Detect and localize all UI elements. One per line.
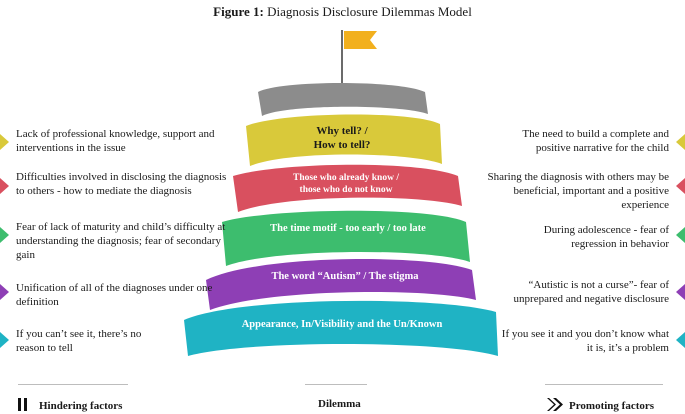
figure-title-text: Diagnosis Disclosure Dilemmas Model <box>267 4 472 19</box>
footer-promoting: Promoting factors <box>547 398 654 414</box>
promoting-marker-5 <box>676 332 685 348</box>
band-visibility <box>184 300 498 356</box>
promoting-marker-1 <box>676 134 685 150</box>
pause-icon <box>18 398 27 414</box>
figure-title-prefix: Figure 1: <box>213 4 264 19</box>
promoting-factor-3: During adolescence - fear of regression … <box>543 224 669 250</box>
band-label-who-knows-2: those who do not know <box>300 185 393 195</box>
footer-line-left <box>18 384 128 385</box>
hindering-factor-4: Unification of all of the diagnoses unde… <box>16 282 213 308</box>
band-label-why-tell-1: Why tell? / <box>316 125 368 137</box>
band-label-visibility: Appearance, In/Visibility and the Un/Kno… <box>242 319 443 330</box>
promoting-factor-2: Sharing the diagnosis with others may be… <box>487 171 669 211</box>
hindering-marker-5 <box>0 332 9 348</box>
promoting-factor-5: If you see it and you don’t know what it… <box>501 328 669 354</box>
hindering-marker-2 <box>0 178 9 194</box>
double-chevron-right-icon <box>547 398 563 414</box>
hindering-factor-3: Fear of lack of maturity and child’s dif… <box>16 221 226 261</box>
footer-dilemma-label: Dilemma <box>318 398 361 410</box>
footer-hindering-label: Hindering factors <box>39 400 123 412</box>
hindering-marker-3 <box>0 227 9 243</box>
top-band <box>258 83 428 116</box>
hindering-factor-5: If you can’t see it, there’s no reason t… <box>16 328 142 354</box>
band-time-motif <box>222 210 470 266</box>
band-who-knows <box>233 164 462 212</box>
figure-title: Figure 1: Diagnosis Disclosure Dilemmas … <box>0 4 685 20</box>
band-label-time-motif: The time motif - too early / too late <box>270 223 426 234</box>
hindering-marker-4 <box>0 284 9 300</box>
band-why-tell <box>246 114 442 166</box>
band-stigma <box>206 259 476 310</box>
footer-hindering: Hindering factors <box>18 398 122 414</box>
footer-promoting-label: Promoting factors <box>569 400 655 412</box>
promoting-factor-4: “Autistic is not a curse”- fear of unpre… <box>513 279 669 305</box>
footer-line-center <box>305 384 367 385</box>
band-label-stigma: The word “Autism” / The stigma <box>271 271 419 282</box>
promoting-factor-1: The need to build a complete and positiv… <box>522 128 669 154</box>
hindering-factor-1: Lack of professional knowledge, support … <box>16 128 215 154</box>
flag-icon <box>344 31 377 49</box>
band-label-who-knows-1: Those who already know / <box>293 173 399 183</box>
promoting-marker-2 <box>676 178 685 194</box>
hindering-marker-1 <box>0 134 9 150</box>
promoting-marker-4 <box>676 284 685 300</box>
hindering-factor-2: Difficulties involved in disclosing the … <box>16 171 227 197</box>
promoting-marker-3 <box>676 227 685 243</box>
footer-line-right <box>545 384 663 385</box>
footer-dilemma: Dilemma <box>318 398 361 410</box>
band-label-why-tell-2: How to tell? <box>314 139 371 151</box>
